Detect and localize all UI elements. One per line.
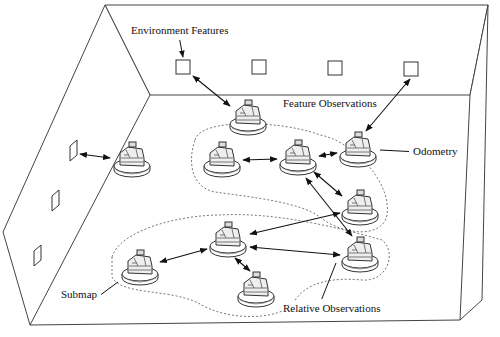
feature-square [70,140,77,161]
relative-observation-arrow [314,172,342,196]
robot [230,100,266,135]
leader-line [180,40,183,57]
robot [342,190,378,225]
feature-square [52,190,59,211]
feature-square [34,245,41,266]
callout-label: Relative Observations [282,302,381,315]
submap-outline [192,124,388,232]
robot [342,237,378,272]
relative-observation-arrow [319,153,337,156]
feature-square [404,62,418,76]
robot [204,142,240,177]
relative-observation-arrow [160,249,207,262]
relative-observation-arrow [250,247,340,255]
callout-label: Submap [60,288,98,301]
robot [280,140,316,175]
right-wall [460,5,488,320]
callout-label: Feature Observations [282,97,378,110]
leader-line [322,263,336,299]
feature-square [328,61,342,75]
callout-label: Odometry [412,145,459,158]
relative-observation-arrow [235,258,250,271]
relative-observation-arrow [243,159,277,160]
feature-square [176,60,190,74]
robot [340,132,376,167]
robot [210,222,246,257]
feature-observation-arrow [80,154,110,158]
floor-edge [30,320,460,325]
relative-observation-arrow [306,178,352,236]
relative-observation-arrow [250,213,340,234]
leader-line [380,150,409,152]
feature-observation-arrow [193,76,230,106]
robot [114,142,150,177]
feature-square [252,60,266,74]
leader-line [101,282,118,295]
robot [238,272,274,307]
robot [122,250,158,285]
back-wall [105,5,488,95]
callout-label: Environment Features [130,24,229,37]
